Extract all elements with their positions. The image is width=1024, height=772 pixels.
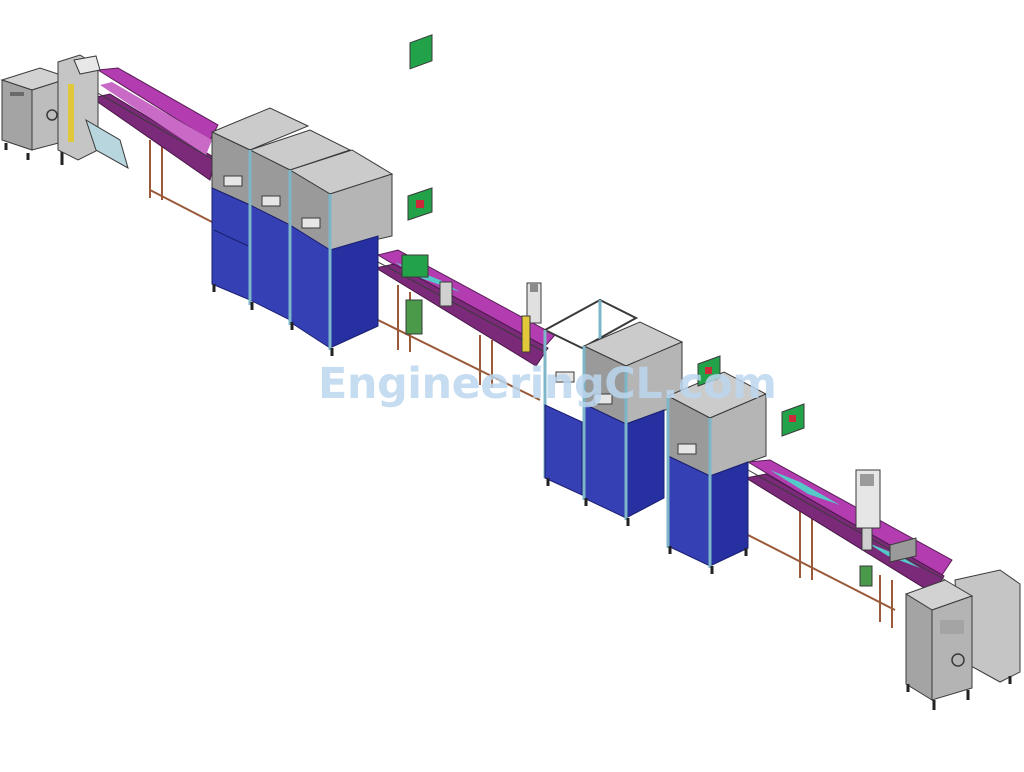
vertical-actuator-1 xyxy=(521,282,542,353)
station-group-1 xyxy=(210,34,433,356)
tooling-unit-1 xyxy=(401,254,453,335)
conveyor-segment-3 xyxy=(744,459,953,595)
watermark-text: EngineeringCL.com xyxy=(318,359,777,409)
station-group-2 xyxy=(542,298,768,574)
right-control-cabinet xyxy=(904,569,1021,710)
left-control-cabinet xyxy=(0,54,129,170)
vertical-actuator-2 xyxy=(855,469,917,587)
operator-panel-3 xyxy=(781,403,805,437)
operator-panel-2 xyxy=(697,355,721,387)
operator-panel-1 xyxy=(407,187,433,221)
conveyor-segment-1 xyxy=(90,67,219,181)
